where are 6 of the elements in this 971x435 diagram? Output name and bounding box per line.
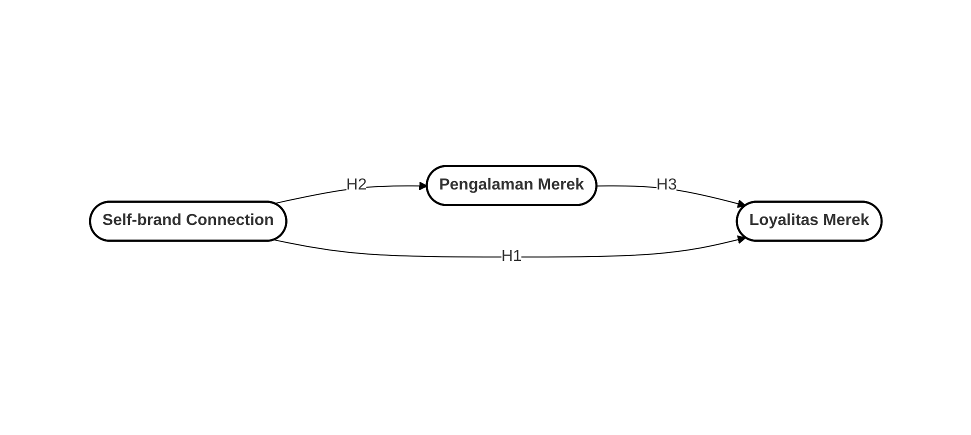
edge-label: H2 [346,176,366,194]
arrow [274,235,746,258]
arrow [274,182,428,204]
edge-label: H1 [501,248,522,265]
edge-label: H3 [656,176,677,194]
arrow [596,185,746,208]
